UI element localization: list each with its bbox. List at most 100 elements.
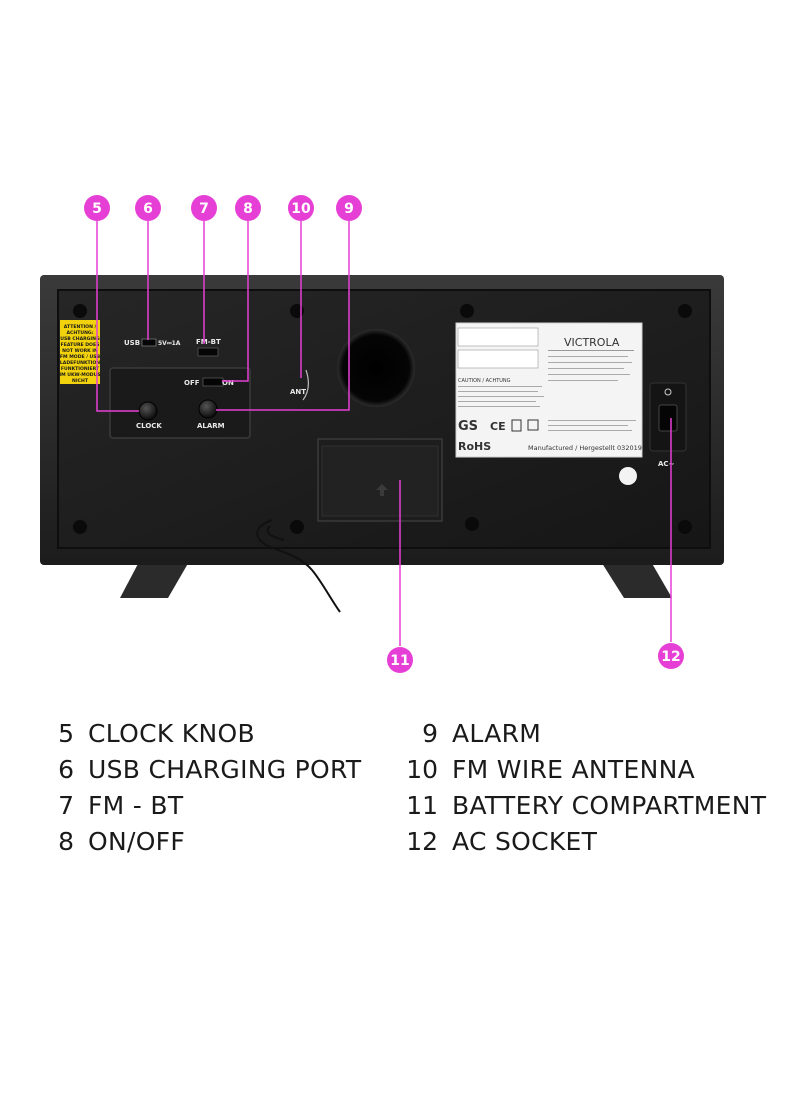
leader-line-8 [222, 221, 249, 382]
legend-item-12: 12 AC SOCKET [396, 824, 597, 860]
leader-line-5 [96, 221, 139, 412]
left-foot [120, 560, 190, 598]
fm-bt-label: FM-BT [196, 338, 221, 346]
legend-number: 9 [422, 719, 438, 748]
callout-12: 12 [658, 643, 684, 669]
leader-lines [96, 221, 672, 646]
sticker-line: FUNKTIONIERT [61, 366, 100, 372]
antenna-wire [256, 519, 341, 613]
screw [290, 304, 304, 318]
legend-item-9: 9 ALARM [396, 716, 541, 752]
legend-label: BATTERY COMPARTMENT [452, 791, 767, 820]
ce-mark: CE [490, 420, 506, 433]
callout-7: 7 [191, 195, 217, 221]
legend-label: USB CHARGING PORT [88, 755, 362, 784]
round-sticker [619, 467, 637, 485]
svg-text:9: 9 [344, 201, 354, 217]
legend-number: 6 [58, 755, 74, 784]
rohs-mark: RoHS [458, 440, 491, 453]
screw [465, 517, 479, 531]
legend-item-5: 5 CLOCK KNOB [44, 716, 255, 752]
callout-5: 5 [84, 195, 110, 221]
legend-number: 11 [406, 791, 438, 820]
legend-item-7: 7 FM - BT [44, 788, 183, 824]
sticker-line: FEATURE DOES [61, 342, 100, 348]
legend-label: FM WIRE ANTENNA [452, 755, 695, 784]
callout-6: 6 [135, 195, 161, 221]
svg-text:8: 8 [243, 201, 253, 217]
legend-right: 9 ALARM 10 FM WIRE ANTENNA 11 BATTERY COMPA… [396, 716, 786, 866]
callout-9: 9 [336, 195, 362, 221]
sticker-line: USB CHARGING [60, 336, 100, 342]
power-icon [664, 388, 672, 396]
sticker-line: LADEFUNKTION [60, 360, 100, 366]
screw [460, 304, 474, 318]
fm-bt-switch[interactable] [197, 347, 219, 357]
on-off-switch[interactable] [202, 377, 224, 387]
svg-text:5: 5 [92, 201, 102, 217]
battery-cover-arrow-icon [376, 484, 388, 496]
screw [678, 520, 692, 534]
gs-mark: GS [458, 419, 478, 434]
callout-11: 11 [387, 647, 413, 673]
ant-label: ANT [290, 388, 306, 396]
legend-item-6: 6 USB CHARGING PORT [44, 752, 361, 788]
legend-number: 5 [58, 719, 74, 748]
manufactured-text: Manufactured / Hergestellt 032019 [528, 444, 642, 452]
screw [290, 520, 304, 534]
legend-label: ON/OFF [88, 827, 186, 856]
antenna-wire-outlet [302, 369, 309, 401]
sticker-line: ATTENTION / [64, 324, 97, 330]
sticker-line: ACHTUNG: [66, 330, 93, 336]
svg-text:6: 6 [143, 201, 153, 217]
legend-item-10: 10 FM WIRE ANTENNA [396, 752, 695, 788]
callout-10: 10 [288, 195, 314, 221]
legend-number: 12 [406, 827, 438, 856]
bass-port [337, 329, 415, 407]
clock-label: CLOCK [136, 422, 162, 430]
weee-bin-icon [511, 419, 522, 432]
legend-label: ALARM [452, 719, 542, 748]
brand-logo: VICTROLA [564, 336, 620, 349]
ac-label: AC~ [658, 460, 675, 468]
svg-text:10: 10 [291, 201, 311, 217]
callout-8: 8 [235, 195, 261, 221]
callout-markers: 5 6 7 8 10 9 11 12 [84, 195, 684, 673]
alarm-knob[interactable] [198, 399, 218, 419]
leader-line-9 [216, 221, 350, 411]
sticker-line: FM MODE / USB [60, 354, 101, 360]
usb-label: USB [124, 339, 140, 347]
double-insulation-icon [527, 419, 539, 431]
battery-compartment-cover[interactable] [321, 445, 439, 517]
right-foot [600, 560, 672, 598]
legend-number: 7 [58, 791, 74, 820]
legend-label: AC SOCKET [452, 827, 598, 856]
legend-item-8: 8 ON/OFF [44, 824, 185, 860]
sticker-line: NOT WORK IN [62, 348, 98, 354]
rating-plate: VICTROLA CAUTION / ACHTUNG GS CE RoHS Ma… [455, 322, 643, 458]
svg-text:12: 12 [661, 649, 680, 665]
usb-rating-label: 5V⎓1A [158, 340, 181, 347]
sticker-line: IM UKW-MODUS [59, 372, 100, 378]
svg-text:11: 11 [390, 653, 409, 669]
alarm-label: ALARM [197, 422, 225, 430]
clock-knob[interactable] [138, 401, 158, 421]
screw [73, 304, 87, 318]
legend-label: FM - BT [88, 791, 184, 820]
ac-socket[interactable] [658, 404, 678, 432]
legend-item-11: 11 BATTERY COMPARTMENT [396, 788, 766, 824]
sticker-line: NICHT [72, 378, 89, 384]
legend-label: CLOCK KNOB [88, 719, 255, 748]
screw [678, 304, 692, 318]
legend-number: 8 [58, 827, 74, 856]
screw [73, 520, 87, 534]
usb-port[interactable] [141, 338, 157, 347]
caution-text: CAUTION / ACHTUNG [458, 378, 511, 384]
svg-text:7: 7 [199, 201, 209, 217]
off-label: OFF [184, 379, 200, 387]
legend-number: 10 [406, 755, 438, 784]
on-label: ON [222, 379, 234, 387]
